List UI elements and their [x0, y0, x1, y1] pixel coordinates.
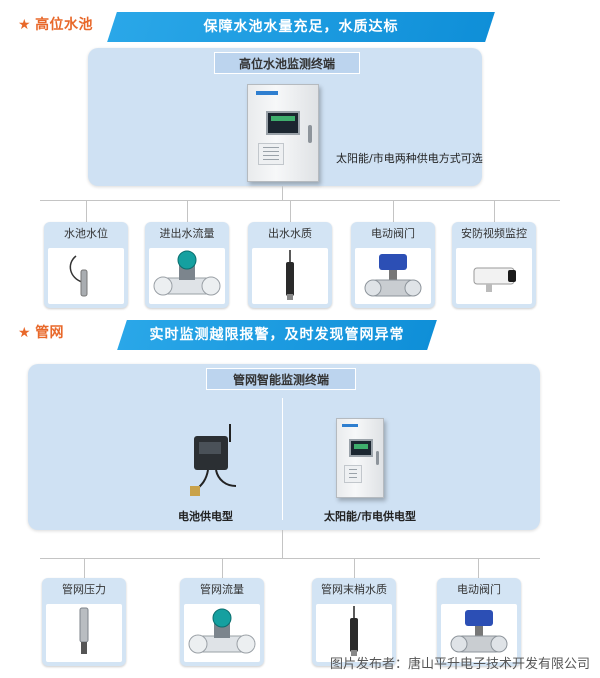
section-high-pool-title: ★高位水池: [18, 17, 94, 33]
banner-pipe-network-text: 实时监测越限报警，及时发现管网异常: [149, 327, 405, 343]
power-option-caption: 太阳能/市电两种供电方式可选: [336, 152, 483, 165]
star-icon: ★: [18, 325, 32, 341]
pressure-transmitter-icon: [46, 604, 122, 662]
device-card-label: 出水水质: [268, 227, 312, 240]
section-pipe-network-title: ★管网: [18, 325, 65, 341]
publisher-watermark: 图片发布者：唐山平升电子技术开发有限公司: [329, 657, 590, 672]
device-card-inout-flow: 进出水流量: [145, 222, 229, 308]
banner-high-pool-text: 保障水池水量充足，水质达标: [203, 19, 399, 35]
device-card-label: 电动阀门: [457, 583, 501, 596]
star-icon: ★: [18, 17, 32, 33]
connector-drop: [187, 200, 188, 222]
connector-bus: [40, 200, 560, 201]
connector-bus: [40, 558, 540, 559]
solar-mains-powered-caption: 太阳能/市电供电型: [324, 510, 417, 523]
device-card-outlet-quality: 出水水质: [248, 222, 332, 308]
device-card-electric-valve: 电动阀门: [351, 222, 435, 308]
battery-powered-caption: 电池供电型: [178, 510, 233, 523]
device-card-label: 电动阀门: [371, 227, 415, 240]
connector-drop: [84, 558, 85, 578]
connector-drop: [290, 200, 291, 222]
pipe-network-terminal-panel: [28, 364, 540, 530]
device-card-label: 水池水位: [64, 227, 108, 240]
device-card-security-camera: 安防视频监控: [452, 222, 536, 308]
connector-drop: [478, 558, 479, 578]
monitoring-cabinet-icon: [247, 84, 319, 182]
high-pool-terminal-label: 高位水池监测终端: [214, 52, 360, 74]
flow-meter-icon: [184, 604, 260, 662]
connector-trunk: [282, 530, 283, 558]
pipe-network-terminal-label: 管网智能监测终端: [206, 368, 356, 390]
device-card-label: 安防视频监控: [461, 227, 527, 240]
device-card-label: 管网压力: [62, 583, 106, 596]
connector-drop: [393, 200, 394, 222]
water-quality-probe-icon: [316, 604, 392, 662]
connector-drop: [222, 558, 223, 578]
device-card-pipe-pressure: 管网压力: [42, 578, 126, 666]
level-sensor-icon: [48, 248, 124, 304]
device-card-pipe-flow: 管网流量: [180, 578, 264, 666]
connector-drop: [354, 558, 355, 578]
electric-valve-icon: [441, 604, 517, 662]
device-card-label: 管网流量: [200, 583, 244, 596]
device-card-pool-level: 水池水位: [44, 222, 128, 308]
security-camera-icon: [456, 248, 532, 304]
device-card-pipe-electric-valve: 电动阀门: [437, 578, 521, 666]
device-card-pipe-end-quality: 管网末梢水质: [312, 578, 396, 666]
flow-meter-icon: [149, 248, 225, 304]
electric-valve-icon: [355, 248, 431, 304]
panel-divider: [282, 398, 283, 520]
device-card-label: 进出水流量: [159, 227, 215, 240]
battery-terminal-icon: [186, 420, 246, 500]
solar-cabinet-icon: [336, 418, 384, 498]
connector-drop: [494, 200, 495, 222]
connector-drop: [86, 200, 87, 222]
connector-trunk: [282, 186, 283, 200]
water-quality-probe-icon: [252, 248, 328, 304]
device-card-label: 管网末梢水质: [321, 583, 387, 596]
